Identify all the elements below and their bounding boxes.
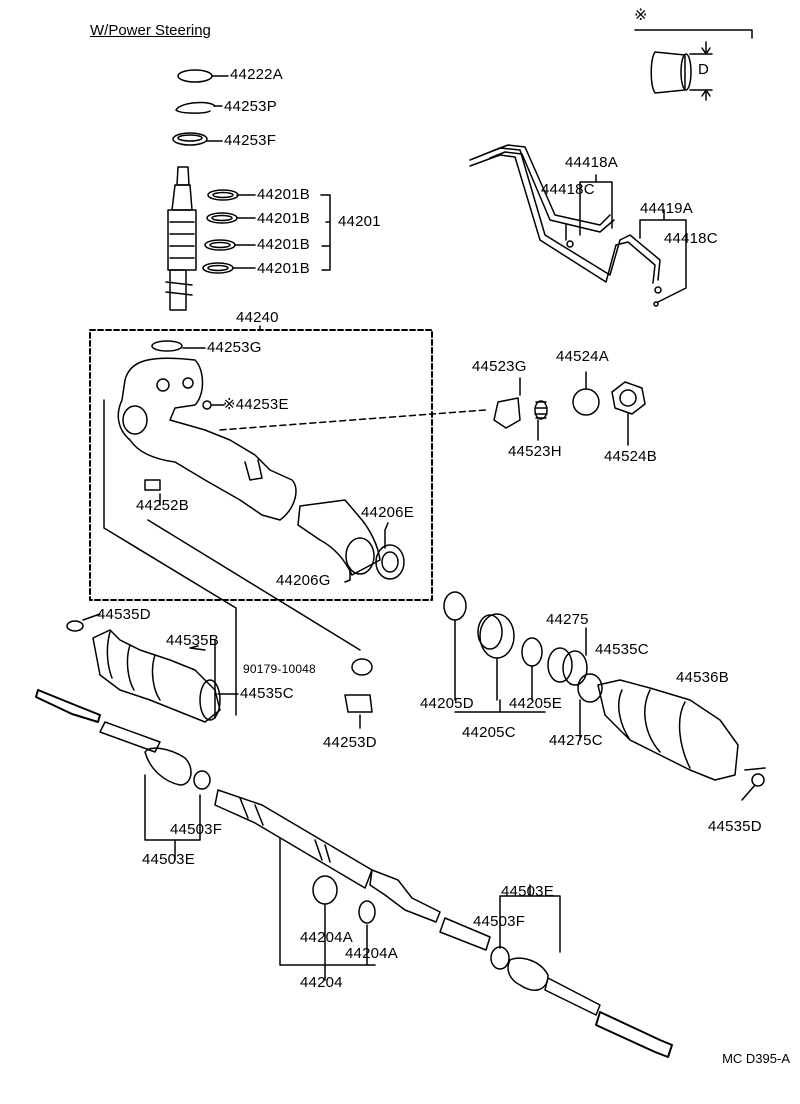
part-label[interactable]: 44205E	[509, 695, 562, 712]
part-label[interactable]: 44523H	[508, 443, 562, 460]
part-label[interactable]: 44535D	[708, 818, 762, 835]
part-label[interactable]: 44418C	[541, 181, 595, 198]
part-label[interactable]: 44535D	[97, 606, 151, 623]
part-label[interactable]: 44206E	[361, 504, 414, 521]
part-label[interactable]: 44524A	[556, 348, 609, 365]
pressure-tubes	[469, 144, 687, 307]
part-label[interactable]: 44206G	[276, 572, 331, 589]
part-label[interactable]: ※44253E	[223, 396, 289, 413]
tie-rod-left	[35, 689, 211, 861]
diagram-code: MC D395-A	[722, 1051, 790, 1066]
part-label[interactable]: 44536B	[676, 669, 729, 686]
part-label[interactable]: 44253F	[224, 132, 277, 149]
part-label[interactable]: 44275C	[549, 732, 603, 749]
part-label[interactable]: 44205C	[462, 724, 516, 741]
part-label[interactable]: 44253P	[224, 98, 277, 115]
part-label[interactable]: 90179-10048	[243, 662, 316, 676]
part-label[interactable]: 44524B	[604, 448, 657, 465]
part-label[interactable]: 44201B	[257, 236, 310, 253]
part-label[interactable]: 44535C	[595, 641, 649, 658]
part-label[interactable]: 44222A	[230, 66, 283, 83]
leader-lines	[189, 645, 206, 651]
part-label[interactable]: 44253G	[207, 339, 262, 356]
part-label[interactable]: 44503E	[142, 851, 195, 868]
part-label[interactable]: 44275	[546, 611, 589, 628]
detail-inset	[634, 29, 753, 101]
part-label[interactable]: 44204A	[345, 945, 398, 962]
part-label[interactable]: 44252B	[136, 497, 189, 514]
part-label[interactable]: 44503F	[473, 913, 526, 930]
ring-44222A	[177, 69, 229, 83]
part-label[interactable]: 44418C	[664, 230, 718, 247]
part-label[interactable]: 44201B	[257, 210, 310, 227]
rack-bushing-parts	[344, 591, 603, 741]
boot-right	[597, 679, 766, 801]
rack-housing-group	[89, 325, 487, 716]
part-label[interactable]: 44204	[300, 974, 343, 991]
tie-rod-right	[490, 884, 673, 1058]
part-label[interactable]: 44253D	[323, 734, 377, 751]
detail-symbol: ※	[634, 7, 648, 24]
part-label[interactable]: 44535B	[166, 632, 219, 649]
part-label[interactable]: 44205D	[420, 695, 474, 712]
part-label[interactable]: 44201	[338, 213, 381, 230]
boot-left	[66, 613, 239, 723]
part-label[interactable]: 44201B	[257, 186, 310, 203]
seal-rings-44201B	[202, 189, 331, 274]
valve-shaft	[165, 166, 197, 311]
part-label[interactable]: 44418A	[565, 154, 618, 171]
part-label[interactable]: 44201B	[257, 260, 310, 277]
ring-44253F	[172, 132, 223, 146]
part-label[interactable]: 44503E	[501, 883, 554, 900]
part-label[interactable]: 44523G	[472, 358, 527, 375]
part-label[interactable]: 44419A	[640, 200, 693, 217]
valve-adjust-parts	[493, 371, 646, 446]
rack-bar	[214, 789, 491, 981]
dimension-label: D	[698, 61, 710, 78]
snap-ring-44253P	[175, 101, 223, 114]
part-label[interactable]: 44535C	[240, 685, 294, 702]
part-label[interactable]: 44204A	[300, 929, 353, 946]
part-label[interactable]: 44503F	[170, 821, 223, 838]
diagram-title: W/Power Steering	[90, 22, 211, 39]
part-label[interactable]: 44240	[236, 309, 279, 326]
